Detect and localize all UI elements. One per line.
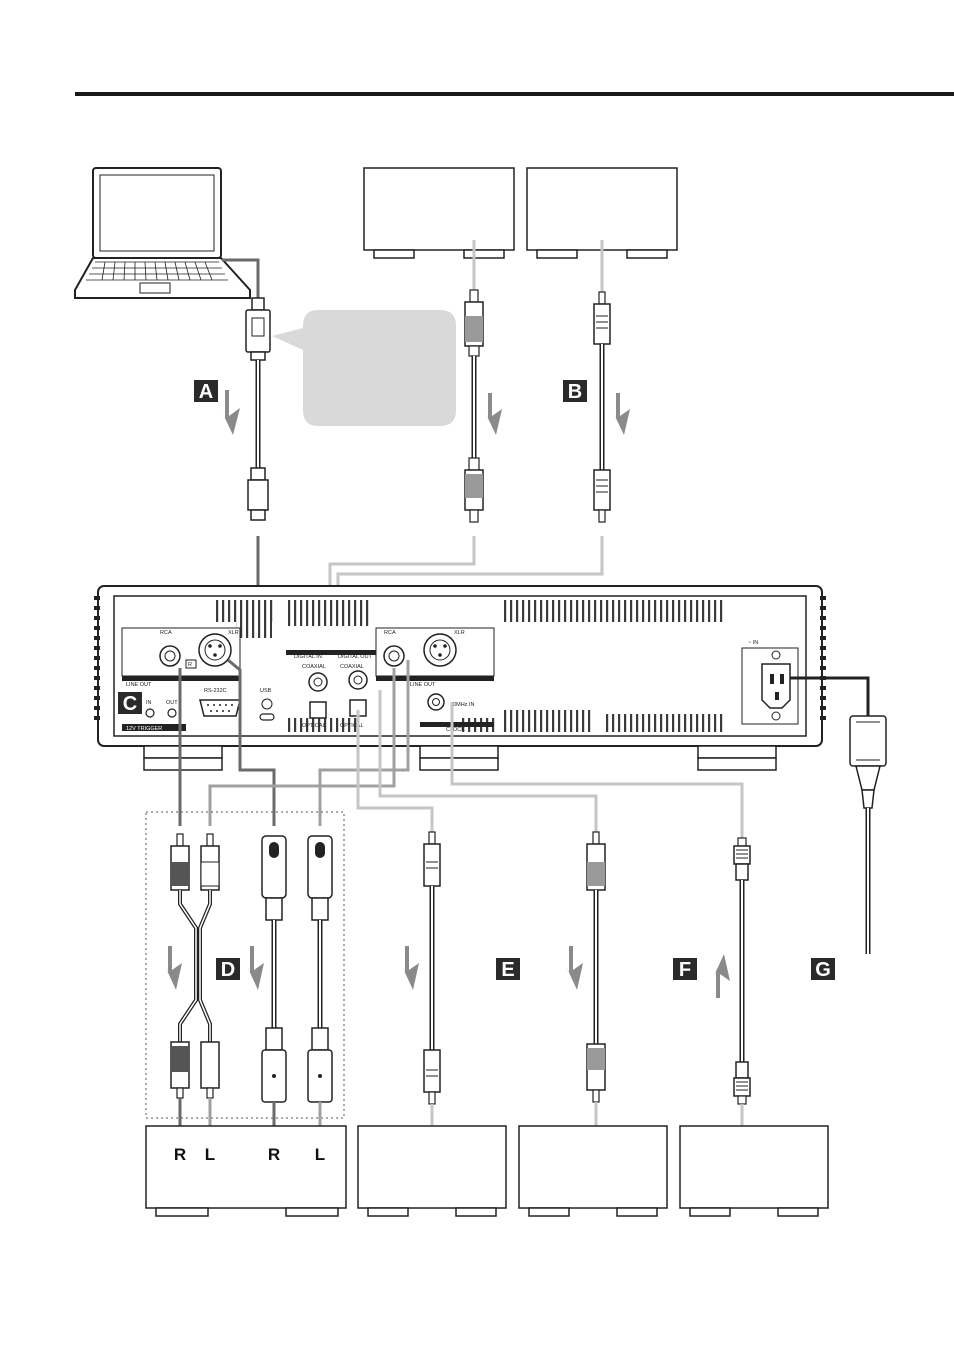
badge-e: E: [496, 958, 520, 981]
optical-in-port[interactable]: [309, 701, 327, 719]
trigger-out-jack[interactable]: [167, 708, 177, 718]
svg-text:C: C: [123, 693, 137, 715]
badge-b: B: [563, 380, 587, 403]
badge-g: G: [811, 958, 835, 981]
top-rule: [75, 92, 954, 96]
arrow-down-a-icon: [222, 390, 240, 435]
svg-text:CLOCK: CLOCK: [446, 727, 465, 733]
badge-d: D: [216, 958, 240, 981]
digital-device-optical: [357, 1125, 507, 1217]
svg-text:RS-232C: RS-232C: [204, 688, 227, 694]
svg-text:F: F: [679, 959, 691, 981]
arrow-down-d1-icon: [165, 946, 182, 990]
usb-a-plug: [245, 297, 271, 361]
svg-text:IN: IN: [146, 700, 152, 706]
svg-text:COAXIAL: COAXIAL: [340, 664, 364, 670]
arrow-down-coaxial-icon: [485, 393, 502, 435]
coaxial-plug-top: [464, 289, 484, 357]
rs232c-port[interactable]: [199, 699, 241, 717]
svg-text:DIGITAL IN: DIGITAL IN: [294, 654, 322, 660]
clock-generator-device: [679, 1125, 829, 1217]
bnc-cable-f: [733, 837, 751, 1105]
badge-a: A: [194, 380, 218, 403]
svg-text:OPTICAL: OPTICAL: [340, 723, 364, 729]
svg-text:12V TRIGGER: 12V TRIGGER: [126, 726, 162, 732]
svg-text:~ IN: ~ IN: [748, 640, 758, 646]
usb-c-port[interactable]: [259, 713, 275, 721]
arrow-down-b-icon: [613, 393, 630, 435]
coaxial-cable-e: [586, 831, 606, 1103]
digital-device-coaxial: [518, 1125, 668, 1217]
label-rca-right: R: [174, 1145, 186, 1164]
coaxial-plug-bottom: [464, 457, 484, 523]
arrow-up-f-icon: [713, 954, 730, 998]
svg-text:10MHz IN: 10MHz IN: [450, 702, 474, 708]
label-rca-left: L: [205, 1145, 215, 1164]
svg-text:D: D: [221, 959, 235, 981]
svg-text:A: A: [199, 381, 213, 403]
svg-text:LINE OUT: LINE OUT: [410, 682, 436, 688]
ac-inlet[interactable]: [761, 663, 791, 709]
svg-text:OUT: OUT: [166, 700, 178, 706]
svg-text:COAXIAL: COAXIAL: [302, 664, 326, 670]
svg-text:E: E: [501, 959, 514, 981]
power-cord-g: [849, 715, 887, 954]
svg-text:USB: USB: [260, 688, 272, 694]
optical-plug-top: [593, 291, 611, 345]
label-xlr-right: R: [268, 1145, 280, 1164]
amplifier-device: [145, 1125, 347, 1217]
svg-text:OPTICAL: OPTICAL: [302, 723, 326, 729]
svg-text:XLR: XLR: [454, 630, 465, 636]
svg-text:DIGITAL OUT: DIGITAL OUT: [338, 654, 373, 660]
source-device-optical: [526, 167, 678, 259]
usb-cable-top: [222, 258, 260, 300]
svg-text:LINE OUT: LINE OUT: [126, 682, 152, 688]
label-xlr-left: L: [315, 1145, 325, 1164]
callout-bubble: [272, 310, 456, 426]
arrow-down-e1-icon: [402, 946, 419, 990]
trigger-in-jack[interactable]: [145, 708, 155, 718]
svg-text:XLR: XLR: [228, 630, 239, 636]
arrow-down-e2-icon: [566, 946, 583, 990]
rca-stereo-cable: [170, 833, 220, 1099]
svg-text:B: B: [568, 381, 582, 403]
source-device-coaxial: [363, 167, 515, 259]
badge-f: F: [673, 958, 697, 981]
usb-b-plug: [247, 467, 269, 521]
svg-text:RCA: RCA: [384, 630, 396, 636]
svg-text:RCA: RCA: [160, 630, 172, 636]
rear-panel: RCA XLR R LINE OUT IN OUT 12V TRIGGER RS…: [94, 585, 826, 771]
optical-plug-bottom: [593, 469, 611, 523]
group-box-d: [145, 811, 345, 1119]
badge-c: C: [118, 692, 142, 715]
xlr-cable-right: [261, 835, 287, 1103]
optical-cable-e: [423, 831, 441, 1105]
svg-text:G: G: [815, 959, 831, 981]
xlr-cable-left: [307, 835, 333, 1103]
laptop-computer: [74, 167, 251, 299]
svg-text:R: R: [188, 662, 192, 668]
arrow-down-d2-icon: [247, 946, 264, 990]
